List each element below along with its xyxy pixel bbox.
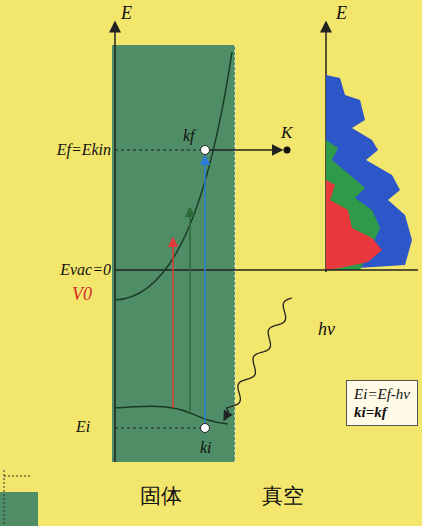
surface-line <box>234 45 236 462</box>
transition-red <box>172 238 174 408</box>
momentum-label: kf <box>183 128 195 144</box>
formula-text: ki=kf <box>354 403 410 421</box>
region-label: 真空 <box>262 486 304 507</box>
spectrum-red <box>326 180 382 270</box>
vacuum-level <box>115 269 418 271</box>
solid-region <box>112 45 235 462</box>
photon-wave <box>224 298 292 420</box>
transition-green <box>189 208 191 411</box>
initial-band <box>115 406 228 424</box>
momentum-label: K <box>281 124 292 141</box>
ki-point <box>201 424 210 433</box>
transition-blue <box>204 156 206 423</box>
energy-label: Ef=Ekin <box>57 142 111 158</box>
emission-arrow <box>210 149 282 151</box>
spectrum-blue <box>326 75 412 270</box>
energy-label: Ei <box>76 419 90 435</box>
K-point <box>284 147 291 154</box>
momentum-label: ki <box>200 440 212 456</box>
formula-box: Ei=Ef-hνki=kf <box>346 380 418 426</box>
potential-label: V0 <box>72 285 92 303</box>
axis-label: E <box>121 4 132 22</box>
kf-point <box>201 146 210 155</box>
axis-label: E <box>336 4 347 22</box>
formula-text: Ei=Ef-hν <box>354 385 410 403</box>
inset-fragment <box>0 492 38 526</box>
energy-axis <box>114 22 116 462</box>
energy-label: Evac=0 <box>60 262 111 278</box>
photon-label: hν <box>318 320 335 338</box>
region-label: 固体 <box>140 486 182 507</box>
